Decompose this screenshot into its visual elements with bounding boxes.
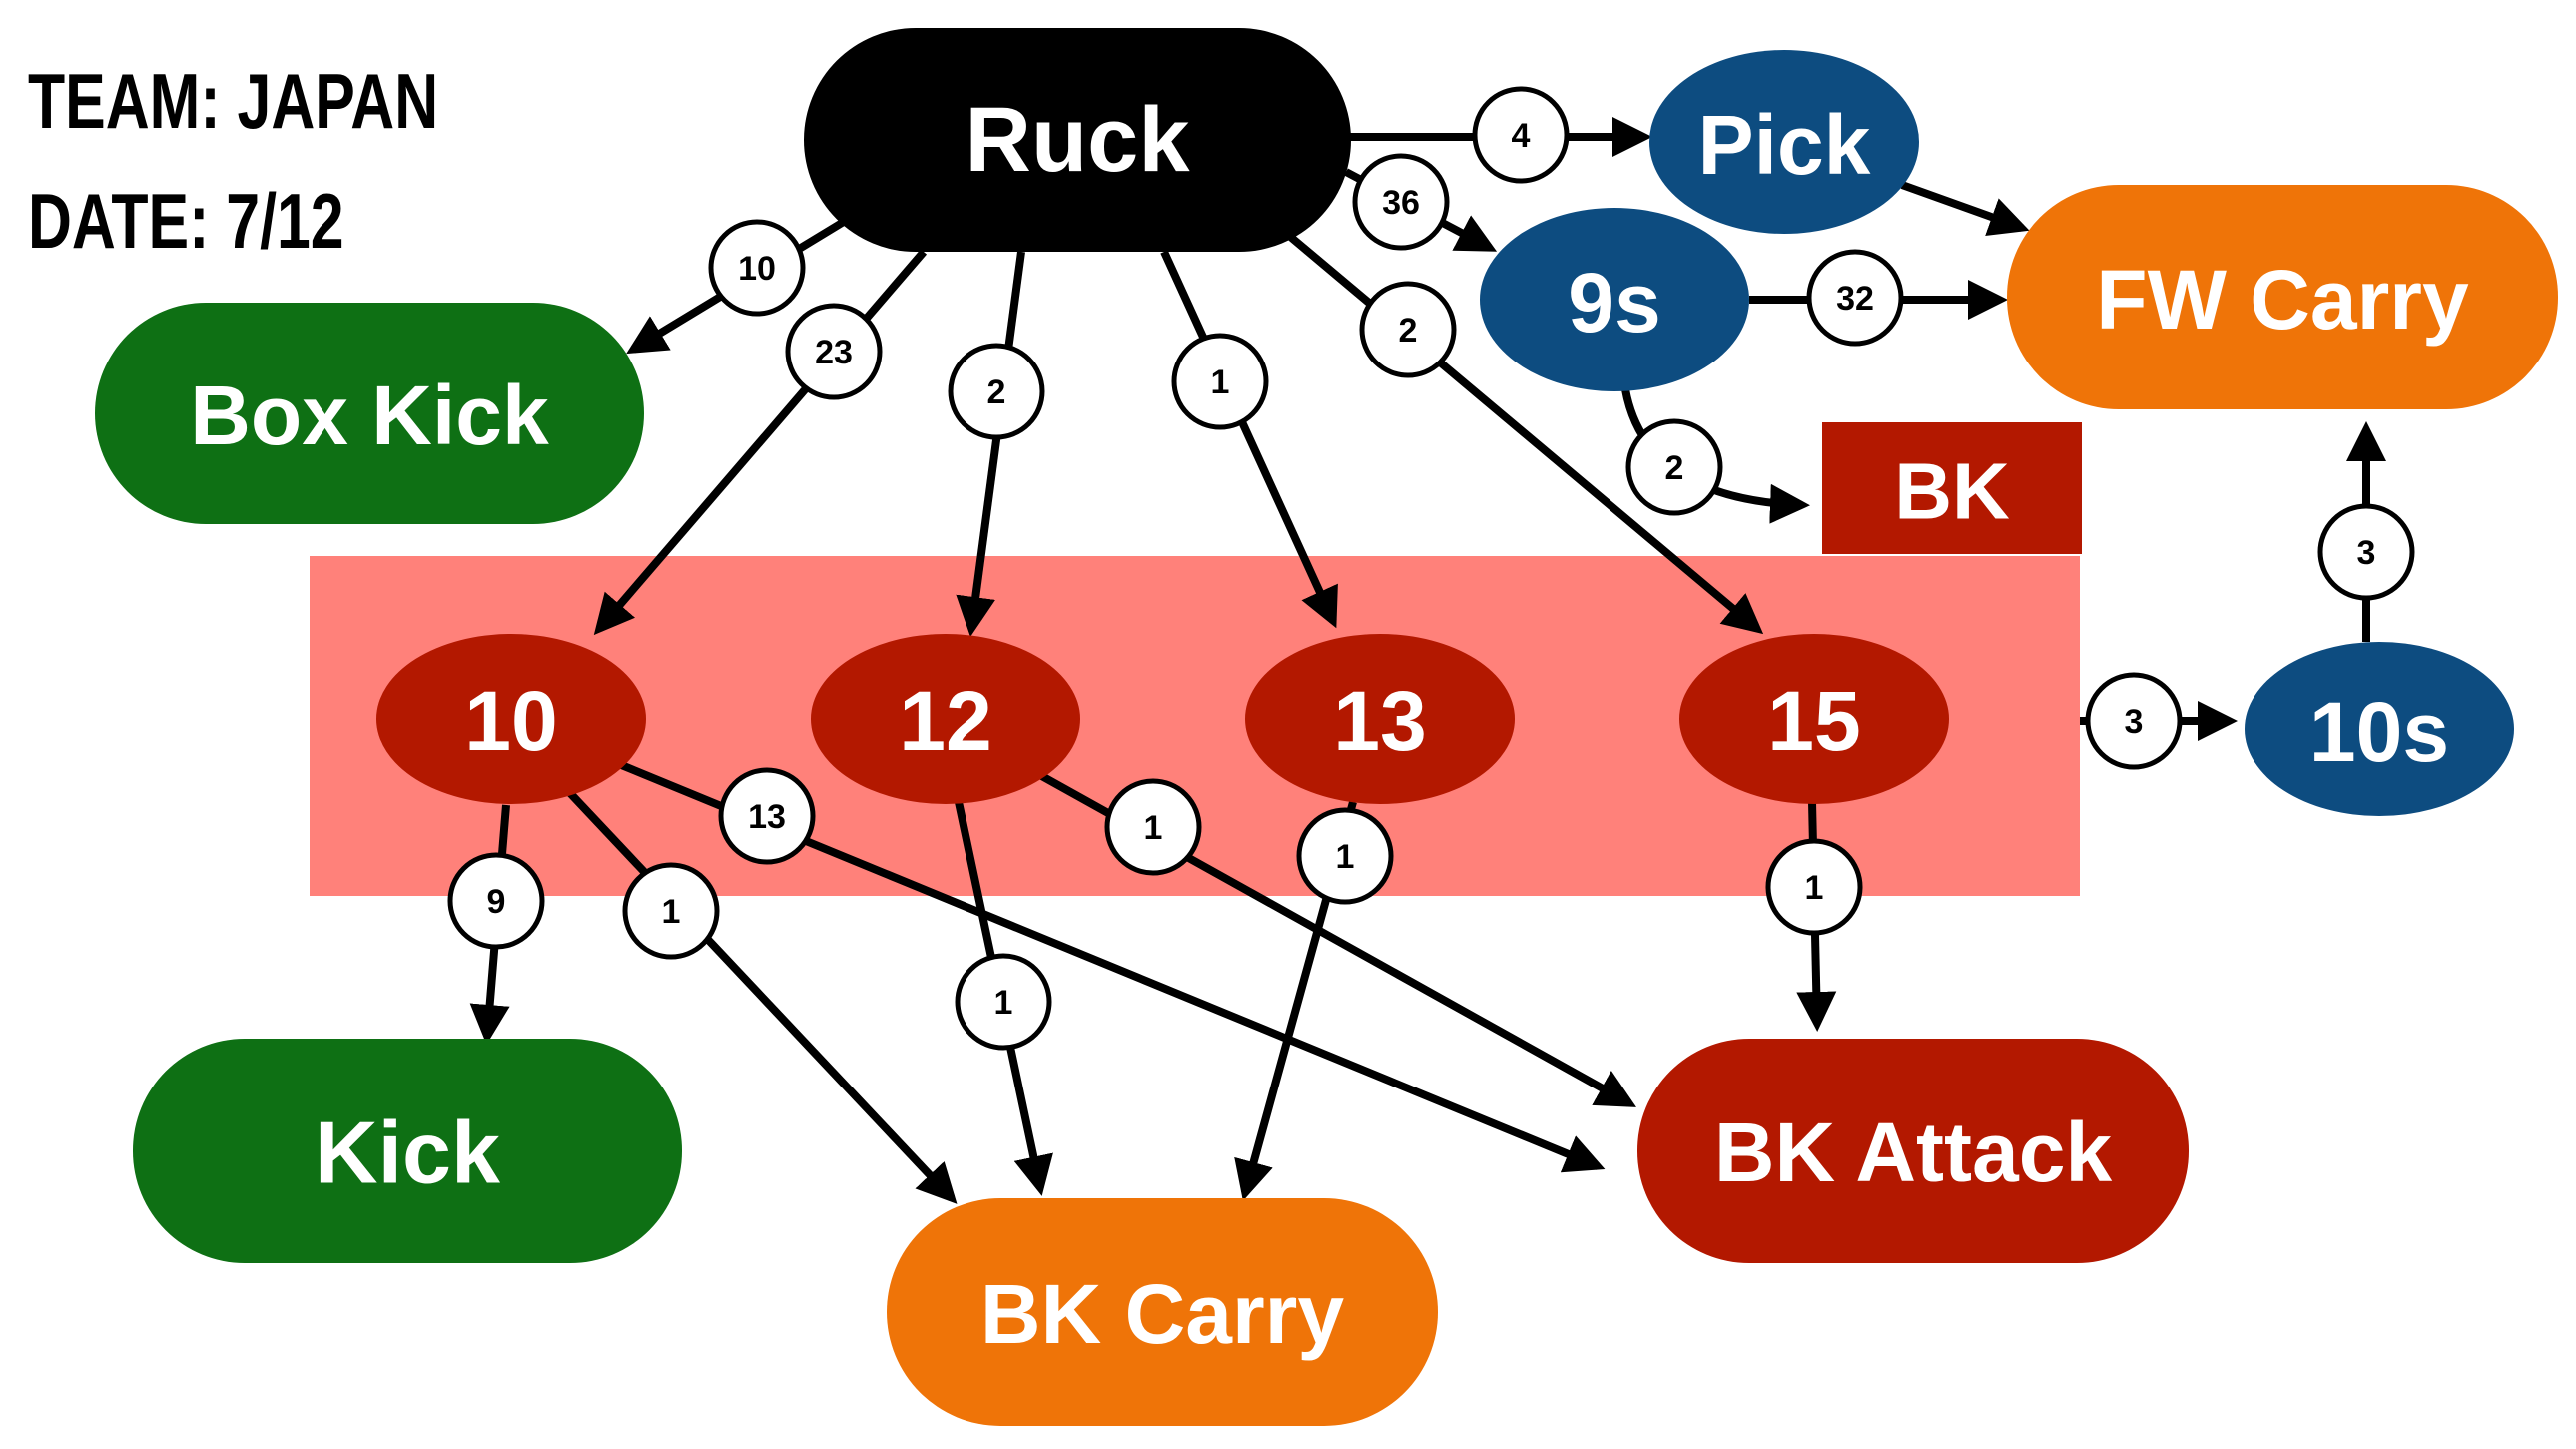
- edge-badge: 3: [2317, 503, 2415, 601]
- edge-count: 2: [1665, 449, 1684, 487]
- edge-badge: 1: [1104, 778, 1202, 876]
- edge-badge: 2: [948, 343, 1045, 440]
- nodes: Ruck Pick 9s FW Carry Box Kick BK 10 12: [95, 28, 2558, 1426]
- edge-badge: 1: [622, 862, 720, 960]
- edge-count: 2: [1399, 312, 1418, 350]
- date-label: DATE: 7/12: [28, 178, 344, 265]
- edge-badges: 4 36 10 23 2 1 2 32: [447, 86, 2415, 1051]
- edge-count: 3: [2125, 703, 2144, 741]
- edge-count: 2: [987, 373, 1006, 411]
- node-10s[interactable]: 10s: [2245, 642, 2514, 816]
- edge-count: 1: [662, 893, 681, 931]
- node-13[interactable]: 13: [1245, 634, 1515, 804]
- node-box-kick[interactable]: Box Kick: [95, 303, 644, 524]
- edge-count: 23: [815, 334, 853, 371]
- node-15[interactable]: 15: [1679, 634, 1949, 804]
- edge-ruck-10: [593, 249, 928, 636]
- edge-count: 9: [487, 883, 506, 921]
- edge-count: 1: [1144, 809, 1163, 847]
- node-15-label: 15: [1767, 674, 1860, 768]
- node-13-label: 13: [1333, 674, 1426, 768]
- node-bk-attack[interactable]: BK Attack: [1637, 1039, 2189, 1263]
- node-bk-carry[interactable]: BK Carry: [887, 1198, 1438, 1426]
- edge-badge: 2: [1359, 281, 1457, 378]
- edge-badge: 1: [1765, 838, 1863, 936]
- node-9s[interactable]: 9s: [1480, 208, 1749, 391]
- node-12[interactable]: 12: [811, 634, 1080, 804]
- node-pick[interactable]: Pick: [1649, 50, 1919, 234]
- edge-count: 1: [1211, 363, 1230, 401]
- node-bk-label: BK: [1894, 447, 2010, 536]
- edge-count: 13: [748, 798, 786, 836]
- edge-badge: 23: [785, 303, 883, 400]
- node-9s-label: 9s: [1568, 256, 1660, 350]
- edge-badge: 36: [1352, 153, 1450, 251]
- edge-pick-fwcarry: [1900, 181, 2030, 237]
- edge-ruck-12: [956, 251, 1025, 637]
- edge-badge: 4: [1472, 86, 1570, 184]
- edge-count: 10: [738, 250, 776, 288]
- edge-count: 36: [1382, 184, 1420, 222]
- edge-count: 32: [1836, 280, 1874, 318]
- node-10[interactable]: 10: [376, 634, 646, 804]
- edge-ruck-15: [1285, 231, 1764, 635]
- node-box-kick-label: Box Kick: [190, 368, 549, 462]
- node-12-label: 12: [899, 674, 991, 768]
- node-fw-carry-label: FW Carry: [2096, 253, 2469, 347]
- node-bk-carry-label: BK Carry: [980, 1267, 1344, 1361]
- team-label: TEAM: JAPAN: [28, 58, 438, 145]
- edge-ruck-13: [1160, 250, 1338, 629]
- edge-count: 3: [2357, 534, 2376, 572]
- node-bk[interactable]: BK: [1822, 422, 2082, 554]
- node-10s-label: 10s: [2309, 685, 2449, 779]
- node-pick-label: Pick: [1698, 98, 1871, 192]
- node-ruck-label: Ruck: [966, 89, 1191, 191]
- edge-count: 1: [994, 984, 1013, 1022]
- edge-badge: 1: [1296, 807, 1394, 905]
- edge-count: 4: [1512, 117, 1531, 155]
- node-bk-attack-label: BK Attack: [1714, 1105, 2113, 1199]
- edge-badge: 9: [447, 852, 545, 950]
- node-ruck[interactable]: Ruck: [804, 28, 1351, 252]
- edge-badge: 1: [1171, 333, 1269, 430]
- node-fw-carry[interactable]: FW Carry: [2007, 185, 2558, 409]
- edge-10-bkcarry: [566, 789, 958, 1204]
- edge-count: 1: [1336, 838, 1355, 876]
- edge-badge: 1: [955, 953, 1052, 1051]
- edge-badge: 2: [1625, 418, 1723, 516]
- node-10-label: 10: [464, 674, 557, 768]
- node-kick-label: Kick: [315, 1103, 501, 1202]
- edge-badge: 3: [2085, 672, 2183, 770]
- edge-badge: 10: [708, 219, 806, 317]
- node-kick[interactable]: Kick: [133, 1039, 682, 1263]
- edge-badge: 32: [1806, 249, 1904, 347]
- edge-badge: 13: [718, 767, 816, 865]
- edge-count: 1: [1805, 869, 1824, 907]
